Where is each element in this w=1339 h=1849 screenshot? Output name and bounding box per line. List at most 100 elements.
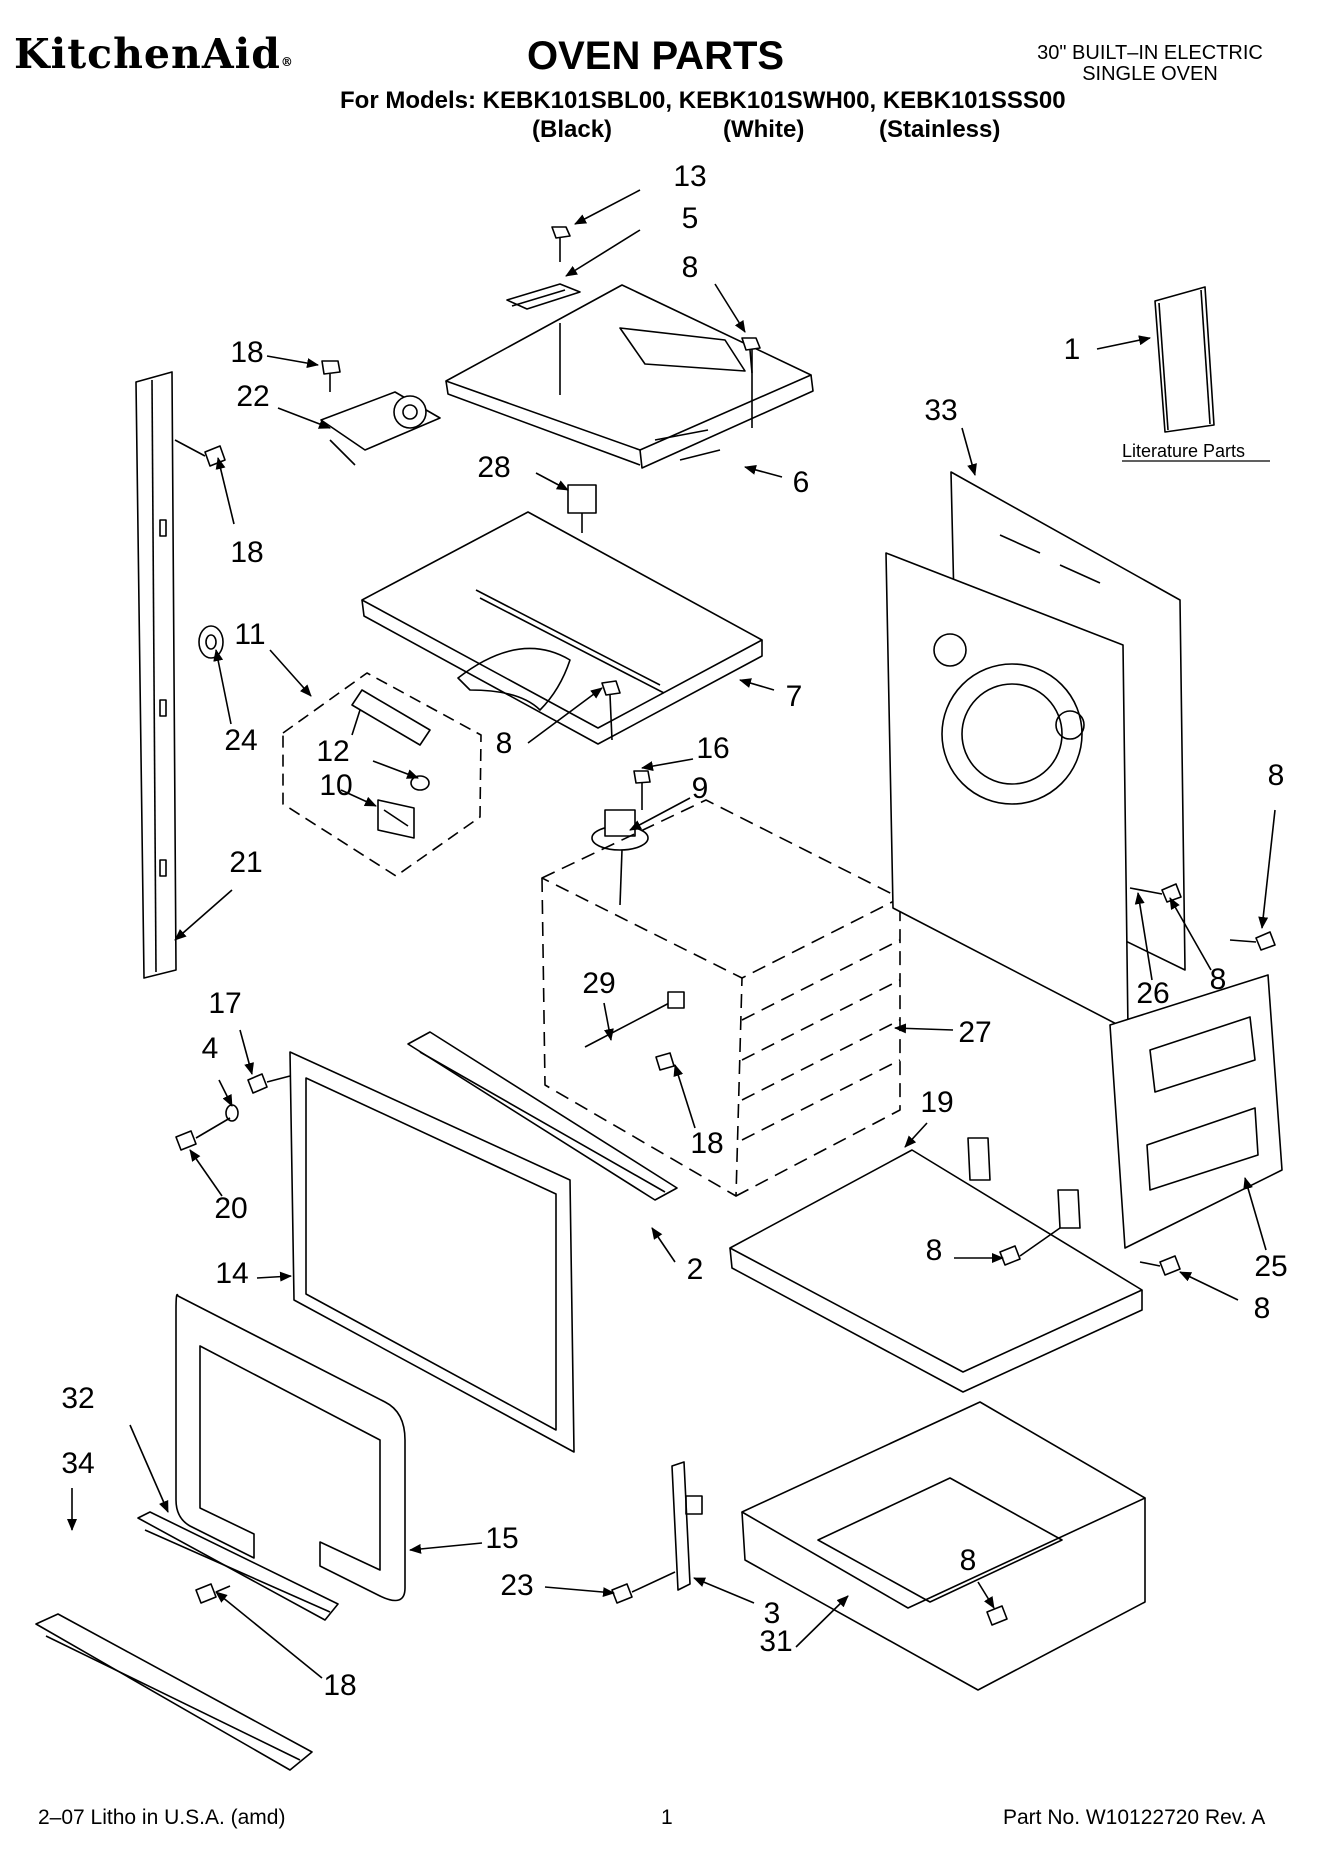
callout-leader-line: [1096, 335, 1151, 350]
left-side-trim: [135, 371, 177, 979]
callout-leader-line: [1179, 1271, 1239, 1301]
callout-number: 28: [477, 451, 510, 484]
callout-number: 32: [61, 1382, 94, 1415]
door-frame: [289, 1051, 575, 1453]
callout-number: 5: [682, 202, 699, 235]
callout-number: 26: [1136, 977, 1169, 1010]
callout-leader-line: [215, 457, 235, 525]
callout-leader-line: [218, 1079, 233, 1107]
callout-number: 15: [485, 1522, 518, 1555]
callout-number: 17: [208, 987, 241, 1020]
screw-left-18: [321, 360, 341, 392]
callout-number: 16: [696, 732, 729, 765]
callout-number: 34: [61, 1447, 94, 1480]
callout-number: 18: [230, 536, 263, 569]
callout-leader-line: [189, 1149, 223, 1197]
light-lens: [377, 799, 415, 839]
callout-number: 12: [316, 735, 349, 768]
oven-light-bulb: [410, 775, 430, 791]
callout-leader-line: [409, 1542, 483, 1554]
color-label-stainless: (Stainless): [879, 116, 1001, 143]
callout-number: 10: [319, 769, 352, 802]
top-oven-shield: [361, 511, 763, 745]
callout-leader-line: [1243, 1177, 1267, 1251]
screw-16: [633, 770, 651, 810]
callout-number: 8: [1268, 759, 1285, 792]
callout-leader-line: [603, 1002, 614, 1041]
callout-number: 19: [920, 1086, 953, 1119]
callout-leader-line: [269, 649, 312, 697]
callout-leader-line: [904, 1122, 928, 1148]
callout-leader-line: [977, 1581, 995, 1609]
callout-leader-line: [527, 687, 603, 744]
literature-parts-label: Literature Parts: [1122, 441, 1245, 461]
callout-leader-line: [266, 355, 319, 369]
screw-bracket-23: [611, 1571, 676, 1604]
top-vent-plate: [445, 284, 814, 469]
callout-number: 22: [236, 380, 269, 413]
toe-kick: [35, 1613, 313, 1771]
callout-leader-line: [739, 678, 775, 691]
callout-leader-line: [277, 407, 331, 429]
screw-side-8: [1139, 1255, 1181, 1276]
bottom-vent-plate: [137, 1511, 339, 1621]
callout-leader-line: [641, 758, 694, 772]
bake-element: [591, 809, 649, 906]
oven-light-assembly-box: [282, 672, 482, 877]
callout-number: 18: [690, 1127, 723, 1160]
vent-trim: [407, 1031, 678, 1201]
callout-leader-line: [894, 1023, 954, 1034]
literature-parts-booklet: [1154, 286, 1215, 433]
footer-page-number: 1: [661, 1806, 673, 1829]
callout-leader-line: [574, 189, 641, 225]
screw-rear-8a: [1229, 931, 1276, 951]
callout-leaders: [67, 189, 1276, 1679]
callout-number: 4: [202, 1032, 219, 1065]
oven-sensor: [584, 991, 685, 1048]
mounting-bracket: [671, 1461, 703, 1591]
callout-number: 24: [224, 724, 257, 757]
callout-number: 18: [323, 1669, 356, 1702]
callout-leader-line: [795, 1595, 849, 1648]
callout-number: 3: [764, 1597, 781, 1630]
rear-panel: [885, 471, 1186, 1031]
screw-door-17: [247, 1073, 291, 1094]
callout-number: 1: [1064, 333, 1081, 366]
callout-leader-line: [565, 229, 641, 277]
callout-leader-line: [1169, 897, 1212, 971]
callout-number: 20: [214, 1192, 247, 1225]
callout-number: 9: [692, 772, 709, 805]
callout-number: 8: [496, 727, 513, 760]
callout-leader-line: [629, 797, 691, 831]
grommet: [198, 625, 224, 659]
callout-number: 31: [759, 1625, 792, 1658]
callout-leader-line: [174, 889, 233, 941]
screw-top-13: [551, 226, 571, 262]
callout-leader-line: [215, 1591, 323, 1679]
bottom-pan: [741, 1401, 1146, 1691]
color-label-black: (Black): [532, 116, 613, 143]
callout-leader-line: [535, 472, 569, 491]
screw-cavity-18: [655, 1052, 675, 1071]
color-label-white: (White): [723, 116, 805, 143]
door-gasket: [175, 1293, 406, 1602]
oven-type-line1: 30" BUILT–IN ELECTRIC: [1037, 42, 1263, 64]
callout-leader-line: [673, 1064, 696, 1129]
callout-leader-line: [744, 465, 783, 478]
callout-number: 23: [500, 1569, 533, 1602]
brand-logo: KitchenAid®: [14, 30, 294, 78]
callout-number: 11: [234, 618, 265, 651]
callout-number: 18: [230, 336, 263, 369]
callout-leader-line: [1134, 892, 1153, 981]
broil-shield: [729, 1137, 1143, 1393]
footer-litho: 2–07 Litho in U.S.A. (amd): [38, 1806, 286, 1829]
screw-top-8: [741, 337, 761, 374]
model-list: For Models: KEBK101SBL00, KEBK101SWH00, …: [340, 87, 1066, 114]
oven-light-bracket: [320, 391, 441, 466]
callout-number: 7: [786, 680, 803, 713]
callout-leader-line: [256, 1271, 292, 1282]
callout-leader-line: [129, 1424, 169, 1513]
